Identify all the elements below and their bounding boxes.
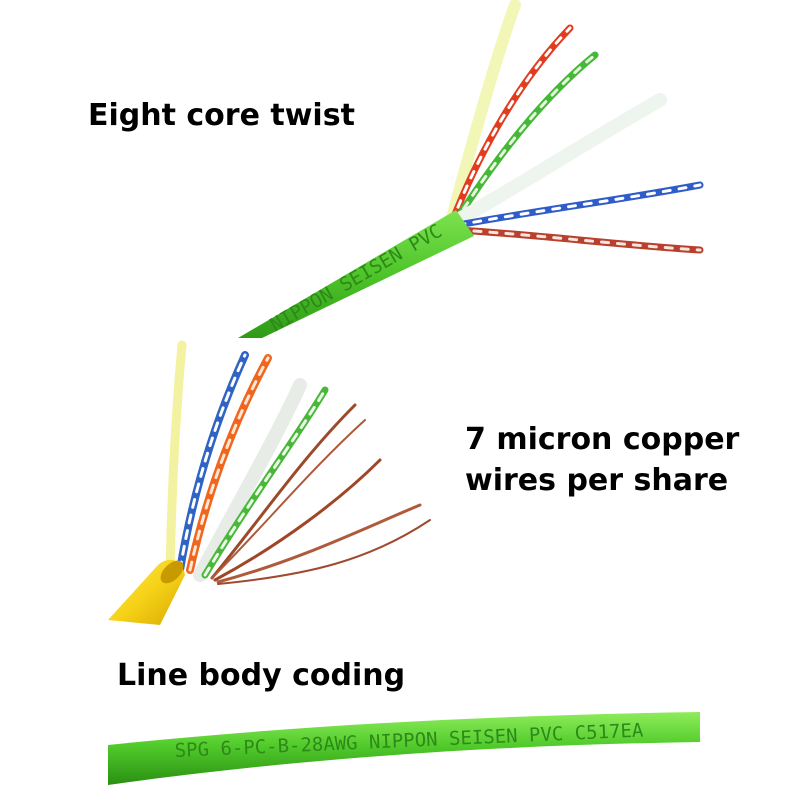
middle-cable-photo [108,340,431,625]
top-cable-print: NIPPON SEISEN PVC [267,220,446,336]
caption-eight-core-twist: Eight core twist [88,98,355,133]
top-cable-photo: NIPPON SEISEN PVC [238,0,704,338]
bottom-cable-jacket [108,712,700,785]
caption-copper-line1: 7 micron copper [465,422,740,457]
top-cable-jacket [238,210,474,338]
caption-copper-line2: wires per share [465,462,729,498]
bottom-cable-photo: SPG 6-PC-B-28AWG NIPPON SEISEN PVC C517E… [108,712,700,785]
caption-copper-wires: 7 micron copper wires per share [465,420,739,501]
top-wire-bundle [444,0,704,254]
caption-line-body-coding: Line body coding [117,658,406,693]
middle-wire-bundle [165,340,431,585]
middle-cable-end [160,560,184,584]
